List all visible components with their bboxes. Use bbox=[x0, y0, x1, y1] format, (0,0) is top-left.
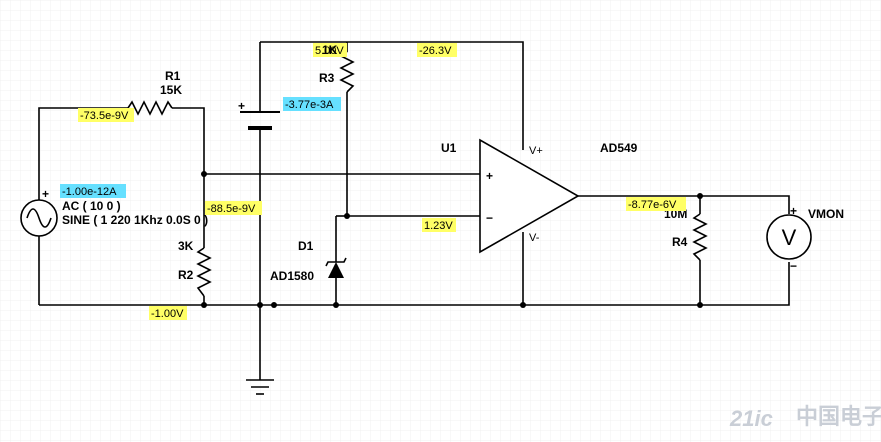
resistor-r1[interactable] bbox=[127, 100, 173, 116]
probe-ac-current[interactable]: -1.00e-12A bbox=[60, 184, 126, 198]
resistor-r2[interactable] bbox=[196, 247, 212, 297]
svg-text:5.00V: 5.00V bbox=[315, 45, 344, 57]
opamp-u1[interactable] bbox=[479, 138, 580, 254]
opamp-plus-input: + bbox=[486, 169, 493, 183]
probe-battery-current[interactable]: -3.77e-3A bbox=[283, 97, 341, 111]
vmon-name: VMON bbox=[808, 207, 844, 221]
watermark-sub: 中国电子网 bbox=[796, 404, 881, 429]
junction-dot bbox=[271, 302, 277, 308]
ac-spec-line1: AC ( 10 0 ) bbox=[62, 199, 121, 213]
junction-dot bbox=[201, 171, 207, 177]
r3-value: 1K bbox=[322, 43, 338, 57]
svg-text:-8.77e-6V: -8.77e-6V bbox=[628, 199, 677, 211]
voltmeter-icon[interactable] bbox=[766, 214, 812, 260]
ac-source-icon[interactable] bbox=[20, 199, 58, 237]
probe-inv-node[interactable]: 1.23V bbox=[422, 218, 456, 232]
junction-dot bbox=[201, 302, 207, 308]
svg-text:-73.5e-9V: -73.5e-9V bbox=[80, 110, 129, 122]
d1-model: AD1580 bbox=[270, 269, 314, 283]
svg-text:-88.5e-9V: -88.5e-9V bbox=[207, 203, 256, 215]
probe-bottom[interactable]: -1.00V bbox=[149, 306, 187, 320]
wires bbox=[38, 41, 790, 380]
watermark: 21ic 中国电子网 bbox=[729, 404, 881, 431]
voltmeter-glyph: V bbox=[782, 225, 797, 250]
u1-model: AD549 bbox=[600, 141, 638, 155]
ground-icon bbox=[246, 379, 274, 395]
opamp-vplus-label: V+ bbox=[529, 145, 543, 157]
r1-value: 15K bbox=[160, 83, 182, 97]
r4-name: R4 bbox=[672, 235, 688, 249]
probe-node-mid[interactable]: -88.5e-9V bbox=[205, 201, 262, 215]
probe-top-r3[interactable]: 5.00V bbox=[313, 43, 347, 57]
junction-dot bbox=[697, 302, 703, 308]
junction-dot bbox=[520, 302, 526, 308]
opamp-vminus-label: V- bbox=[529, 232, 540, 244]
junctions bbox=[201, 171, 703, 308]
wire-output bbox=[578, 195, 790, 214]
vmon-plus-sign: + bbox=[790, 204, 797, 218]
svg-text:1.23V: 1.23V bbox=[424, 220, 453, 232]
r2-value: 3K bbox=[178, 239, 194, 253]
watermark-logo: 21ic bbox=[729, 406, 773, 431]
wire-r1-node bbox=[172, 107, 205, 174]
svg-text:-3.77e-3A: -3.77e-3A bbox=[285, 99, 334, 111]
zener-diode-d1[interactable] bbox=[325, 257, 347, 278]
svg-text:-1.00V: -1.00V bbox=[151, 308, 184, 320]
d1-name: D1 bbox=[298, 239, 314, 253]
battery-icon[interactable] bbox=[240, 111, 280, 130]
probe-top-right[interactable]: -26.3V bbox=[417, 43, 457, 57]
wire-bottom-right bbox=[700, 262, 790, 306]
junction-dot bbox=[344, 213, 350, 219]
probe-r1-left[interactable]: -73.5e-9V bbox=[78, 108, 134, 122]
r2-name: R2 bbox=[178, 268, 194, 282]
r3-name: R3 bbox=[319, 71, 335, 85]
r1-name: R1 bbox=[165, 69, 181, 83]
vmon-minus-sign: − bbox=[790, 259, 797, 273]
ac-plus-sign: + bbox=[42, 187, 49, 201]
ac-spec-line2: SINE ( 1 220 1Khz 0.0S 0 ) bbox=[62, 213, 208, 227]
probe-output[interactable]: -8.77e-6V bbox=[626, 197, 686, 211]
svg-text:-26.3V: -26.3V bbox=[419, 45, 452, 57]
resistor-r4[interactable] bbox=[692, 213, 708, 261]
junction-dot bbox=[697, 193, 703, 199]
opamp-minus-input: − bbox=[486, 211, 493, 225]
junction-dot bbox=[333, 302, 339, 308]
battery-plus-sign: + bbox=[238, 99, 245, 113]
svg-text:-1.00e-12A: -1.00e-12A bbox=[62, 186, 117, 198]
junction-dot bbox=[257, 302, 263, 308]
u1-name: U1 bbox=[441, 141, 457, 155]
